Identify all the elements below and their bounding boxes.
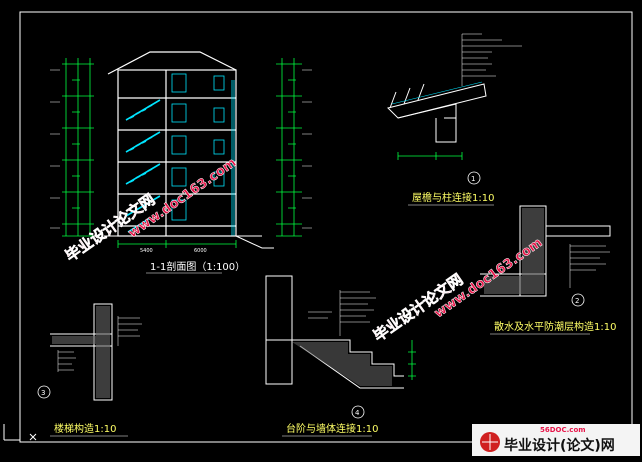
detail-1-number: 1 xyxy=(471,175,475,183)
detail-3-number-circle xyxy=(37,385,51,399)
detail-3-caption: 楼梯构造1:10 xyxy=(54,422,116,435)
drawing-border xyxy=(19,11,633,443)
detail-3-number: 3 xyxy=(41,389,45,397)
detail-2-caption: 散水及水平防潮层构造1:10 xyxy=(494,320,616,333)
logo-site: 56DOC.com xyxy=(540,426,586,434)
detail-3-stair: 3 楼梯构造1:10 xyxy=(37,303,142,437)
section-drawing: 5400 6000 1-1剖面图（1:100） xyxy=(50,51,312,274)
ucs-icon xyxy=(3,424,37,441)
detail-1-eave: 1 屋檐与柱连接1:10 xyxy=(387,33,522,206)
detail-1-number-circle xyxy=(467,171,481,185)
detail-1-caption: 屋檐与柱连接1:10 xyxy=(412,191,494,204)
site-logo: 56DOC.com 毕业设计(论文)网 xyxy=(472,424,640,456)
detail-4-number: 4 xyxy=(355,409,360,417)
detail-2-apron: 2 散水及水平防潮层构造1:10 xyxy=(480,205,616,335)
logo-text: 毕业设计(论文)网 xyxy=(504,437,615,454)
detail-2-number: 2 xyxy=(575,297,579,305)
detail-4-number-circle xyxy=(351,405,365,419)
detail-2-number-circle xyxy=(571,293,585,307)
dim-label-1: 5400 xyxy=(140,248,153,254)
detail-4-steps: 4 台阶与墙体连接1:10 xyxy=(265,275,416,437)
dim-label-2: 6000 xyxy=(194,248,207,254)
section-caption: 1-1剖面图（1:100） xyxy=(150,260,245,273)
detail-4-caption: 台阶与墙体连接1:10 xyxy=(286,422,378,435)
